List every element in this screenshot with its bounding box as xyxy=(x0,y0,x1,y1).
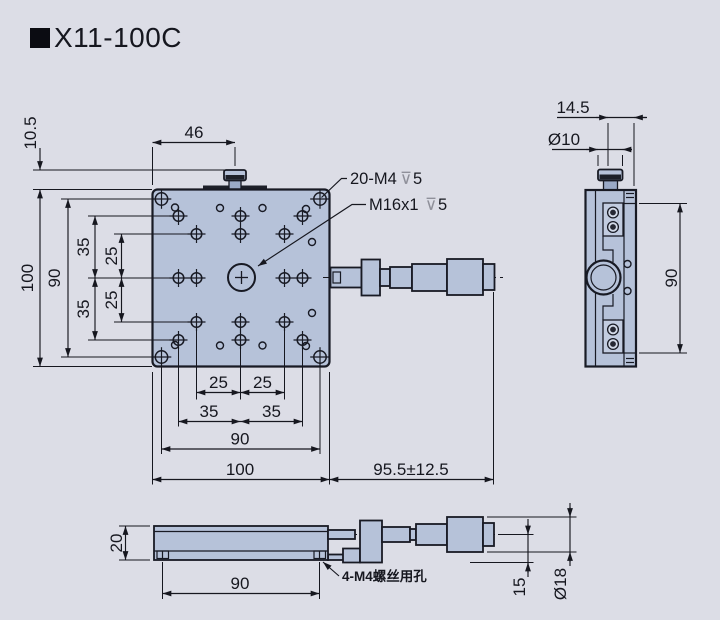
dim-side-height: 90 xyxy=(662,269,681,288)
dim-col-25-left: 25 xyxy=(209,373,228,392)
dim-col-35-left: 35 xyxy=(200,402,219,421)
base-screw-notch xyxy=(156,550,327,560)
dim-width-total: 100 xyxy=(226,460,254,479)
top-view: 20-M4 ⊽ 5 M16x1 ⊽ 5 46 10.5 100 90 xyxy=(18,116,505,485)
micrometer-top xyxy=(323,258,505,297)
side-knob-band xyxy=(599,174,621,180)
label-thread-holes-depth: 5 xyxy=(413,170,422,188)
micrometer-knob xyxy=(446,516,484,553)
knob-cap-band xyxy=(225,175,245,180)
dim-bottom-hole-span: 90 xyxy=(231,574,250,593)
label-center-thread: M16x1 xyxy=(369,196,419,214)
dim-axis-height: 15 xyxy=(510,578,529,597)
side-knob-stem xyxy=(602,179,619,191)
depth-symbol-icon: ⊽ xyxy=(425,196,437,214)
dim-height-total: 100 xyxy=(18,264,37,292)
title-bullet-icon xyxy=(30,28,50,48)
dim-bottom-knob-dia: Ø18 xyxy=(551,568,570,600)
depth-symbol-icon: ⊽ xyxy=(400,170,412,188)
leader-line xyxy=(321,177,347,198)
dim-col-25-right: 25 xyxy=(253,373,272,392)
label-center-thread-depth: 5 xyxy=(438,196,447,214)
side-screw xyxy=(606,206,620,219)
dim-row-25-upper: 25 xyxy=(102,247,121,266)
side-screw xyxy=(606,323,620,336)
label-base-screw-holes: 4-M4螺丝用孔 xyxy=(342,568,427,584)
dim-row-35-upper: 35 xyxy=(74,238,93,257)
side-screw xyxy=(606,337,620,351)
center-thread-hole xyxy=(227,263,256,292)
leader-line xyxy=(257,203,366,267)
dim-top-width: 46 xyxy=(185,123,204,142)
dim-col-35-right: 35 xyxy=(262,402,281,421)
dim-travel: 95.5±12.5 xyxy=(373,460,449,479)
dim-knob-offset: 10.5 xyxy=(21,116,40,149)
clamp-bracket xyxy=(359,519,383,564)
drawing-title: X11-100C xyxy=(30,22,182,54)
clamp-foot xyxy=(342,547,361,564)
label-thread-holes: 20-M4 xyxy=(350,170,397,188)
dim-bottom-height: 20 xyxy=(107,534,126,553)
bottom-view: 20 90 4-M4螺丝用孔 15 Ø18 xyxy=(107,503,577,600)
dim-side-width: 14.5 xyxy=(556,98,589,117)
side-view: 14.5 Ø10 90 xyxy=(548,98,687,368)
page-title: X11-100C xyxy=(54,22,183,53)
dim-row-25-lower: 25 xyxy=(102,291,121,310)
side-screw xyxy=(606,220,620,234)
dim-side-knob-dia: Ø10 xyxy=(548,130,580,149)
dim-row-35-lower: 35 xyxy=(74,300,93,319)
dim-height-screws: 90 xyxy=(45,269,64,288)
dim-width-screws: 90 xyxy=(231,430,250,449)
